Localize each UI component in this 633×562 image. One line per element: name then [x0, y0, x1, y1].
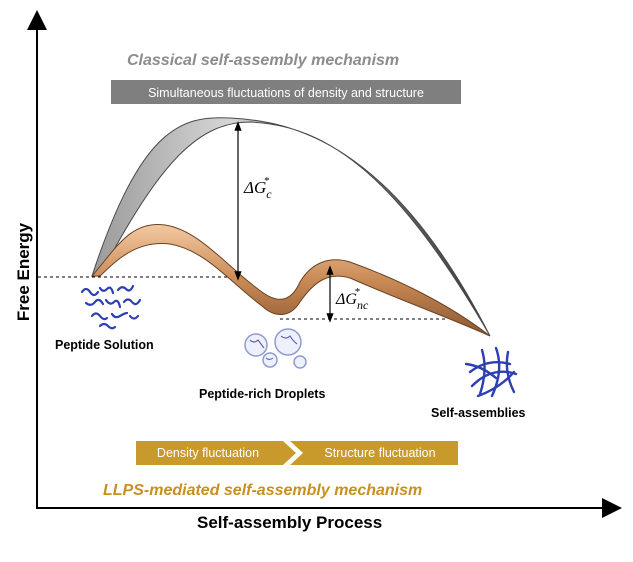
peptide-solution-icon — [80, 284, 142, 330]
state-peptide-droplets: Peptide-rich Droplets — [199, 387, 326, 401]
x-axis-label: Self-assembly Process — [197, 513, 383, 532]
llps-title: LLPS-mediated self-assembly mechanism — [103, 482, 423, 499]
step-density-chevron — [136, 441, 296, 465]
llps-barrier-label: ΔGnc* — [335, 286, 369, 312]
classical-title: Classical self-assembly mechanism — [127, 52, 400, 69]
droplets-icon — [244, 328, 307, 369]
self-assemblies-icon — [464, 346, 518, 398]
classical-banner — [111, 80, 461, 104]
y-axis-label: Free Energy — [14, 222, 33, 322]
llps-energy-curve — [90, 223, 491, 337]
state-peptide-solution: Peptide Solution — [55, 338, 154, 352]
classical-barrier-label: ΔGc* — [243, 175, 272, 201]
step-density-label: Density fluctuation — [157, 446, 259, 460]
state-self-assemblies: Self-assemblies — [431, 406, 526, 420]
step-structure-label: Structure fluctuation — [324, 446, 435, 460]
classical-banner-text: Simultaneous fluctuations of density and… — [148, 86, 424, 100]
step-structure-chevron — [290, 441, 458, 465]
